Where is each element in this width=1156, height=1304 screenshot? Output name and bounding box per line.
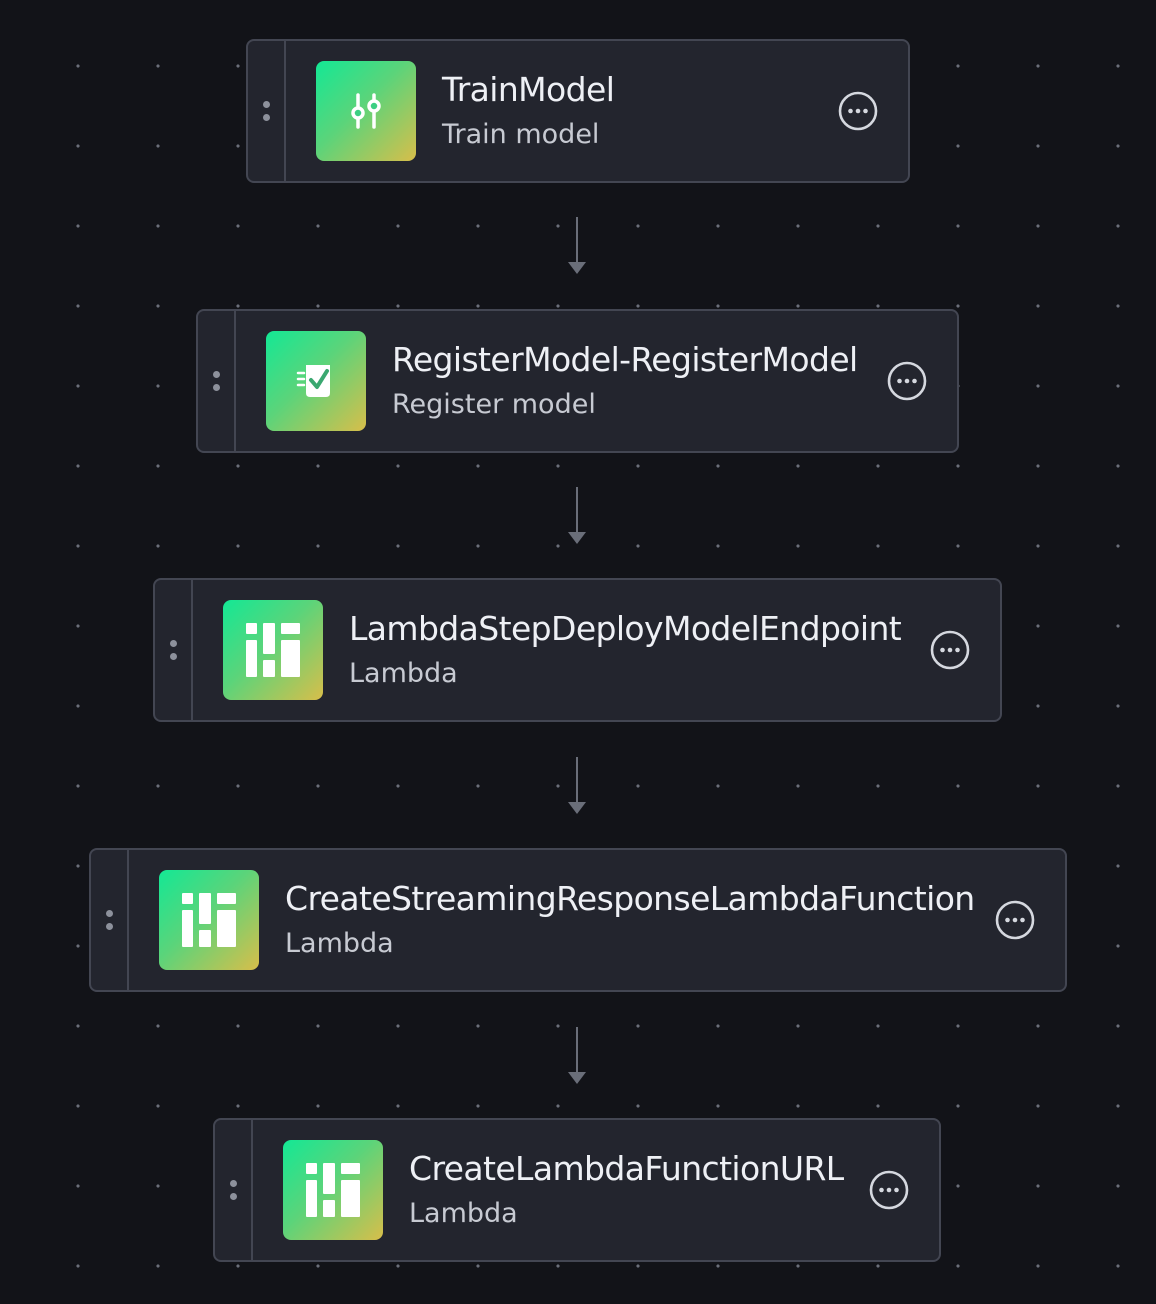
step-node-lambda-deploy-endpoint[interactable]: LambdaStepDeployModelEndpoint Lambda xyxy=(153,578,1002,722)
step-node-train-model[interactable]: TrainModel Train model xyxy=(246,39,910,183)
more-options-icon[interactable] xyxy=(995,900,1035,940)
step-subtitle: Lambda xyxy=(285,928,394,959)
drag-handle[interactable] xyxy=(215,1120,253,1260)
step-node-register-model[interactable]: RegisterModel-RegisterModel Register mod… xyxy=(196,309,959,453)
step-subtitle: Train model xyxy=(442,119,600,150)
connector-arrow xyxy=(568,487,586,544)
sliders-icon xyxy=(316,61,416,161)
more-options-icon[interactable] xyxy=(930,630,970,670)
step-subtitle: Register model xyxy=(392,389,596,420)
lambda-blocks-icon xyxy=(159,870,259,970)
checklist-icon xyxy=(266,331,366,431)
drag-handle[interactable] xyxy=(91,850,129,990)
step-title: CreateStreamingResponseLambdaFunction xyxy=(285,879,975,918)
connector-arrow xyxy=(568,217,586,274)
step-title: LambdaStepDeployModelEndpoint xyxy=(349,609,902,648)
step-node-create-streaming-lambda[interactable]: CreateStreamingResponseLambdaFunction La… xyxy=(89,848,1067,992)
connector-arrow xyxy=(568,1027,586,1084)
lambda-blocks-icon xyxy=(223,600,323,700)
lambda-blocks-icon xyxy=(283,1140,383,1240)
step-subtitle: Lambda xyxy=(409,1198,518,1229)
step-subtitle: Lambda xyxy=(349,658,458,689)
drag-handle[interactable] xyxy=(155,580,193,720)
drag-handle[interactable] xyxy=(248,41,286,181)
step-title: CreateLambdaFunctionURL xyxy=(409,1149,844,1188)
more-options-icon[interactable] xyxy=(838,91,878,131)
step-title: TrainModel xyxy=(442,70,615,109)
drag-handle[interactable] xyxy=(198,311,236,451)
step-title: RegisterModel-RegisterModel xyxy=(392,340,858,379)
connector-arrow xyxy=(568,757,586,814)
step-node-create-function-url[interactable]: CreateLambdaFunctionURL Lambda xyxy=(213,1118,941,1262)
more-options-icon[interactable] xyxy=(869,1170,909,1210)
more-options-icon[interactable] xyxy=(887,361,927,401)
